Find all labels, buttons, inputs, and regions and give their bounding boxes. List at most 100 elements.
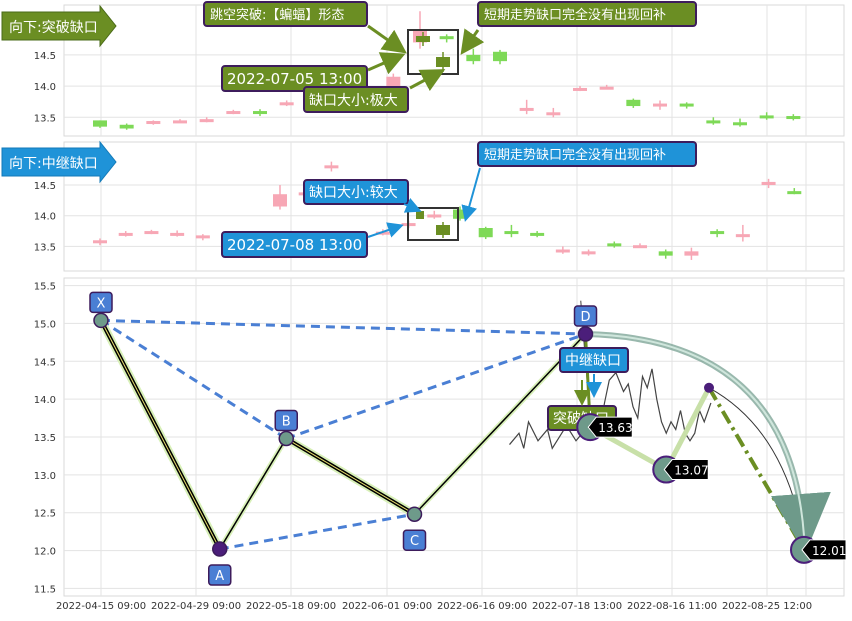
p2-candle-body bbox=[427, 214, 442, 218]
p1-candle-body bbox=[146, 121, 161, 125]
projection-value: 13.63 bbox=[598, 421, 632, 435]
pattern-label-box bbox=[573, 305, 598, 327]
p1-candle-body bbox=[679, 103, 694, 107]
panel1-title-arrow: 向下:突破缺口 bbox=[1, 4, 117, 48]
projection-line bbox=[664, 386, 712, 471]
pattern-point-a bbox=[212, 541, 228, 557]
p1-ytick-label: 14.5 bbox=[34, 51, 56, 62]
p2-candle-body bbox=[761, 181, 776, 185]
p3-ytick-label: 12.5 bbox=[34, 509, 56, 520]
p2-candle-body bbox=[504, 231, 519, 235]
dashed-connector bbox=[285, 332, 586, 440]
p2-candle-body bbox=[195, 235, 210, 239]
p1-ytick-label: 13.5 bbox=[34, 113, 56, 124]
projection-badge bbox=[801, 539, 847, 561]
pattern-label-box bbox=[208, 564, 232, 586]
p2-candle-body bbox=[787, 191, 802, 195]
p3-ytick-label: 13.5 bbox=[34, 433, 56, 444]
p3-ytick-label: 11.5 bbox=[34, 584, 56, 595]
panel3-grid: 11.5 12.0 12.5 13.0 13.5 14.0 14.5 15.0 15.5 bbox=[34, 278, 844, 596]
p2-candle-body bbox=[118, 232, 133, 236]
pattern-point-b bbox=[278, 430, 294, 447]
dashed-connector bbox=[100, 319, 288, 440]
pattern-label-a: A bbox=[215, 569, 224, 584]
pattern-label-d: D bbox=[580, 310, 590, 325]
p2-candle-body bbox=[581, 251, 596, 255]
p3-ytick-label: 14.5 bbox=[34, 357, 56, 368]
dashed-connector bbox=[219, 512, 415, 551]
p3-ytick-label: 12.0 bbox=[34, 547, 56, 558]
pattern-label-x: X bbox=[97, 296, 106, 311]
harmonic-pattern-panel: 11.5 12.0 12.5 13.0 13.5 14.0 14.5 15.0 15.5 202… bbox=[34, 277, 847, 612]
p1-ytick-label: 14.0 bbox=[34, 82, 56, 93]
callout2-not-filled-text: 短期走势缺口完全没有出现回补 bbox=[484, 147, 666, 163]
p1-candle-body bbox=[279, 102, 294, 106]
p1-candle-body bbox=[93, 120, 107, 127]
price-line bbox=[509, 368, 712, 450]
p2-candle-body bbox=[684, 251, 699, 256]
p2-candle-body bbox=[710, 231, 725, 235]
p3-ytick-label: 15.0 bbox=[34, 319, 56, 330]
p2-candle-body bbox=[170, 232, 185, 236]
panel1-frame bbox=[63, 4, 845, 137]
p1-candle-body bbox=[546, 112, 561, 116]
p1-candle-body bbox=[759, 115, 774, 119]
pattern-point-c bbox=[406, 506, 423, 522]
p1-candle-body bbox=[226, 111, 241, 115]
p1-candle-body bbox=[119, 124, 134, 129]
p1-candle-body bbox=[573, 87, 587, 91]
gap-candle bbox=[416, 211, 424, 219]
p2-ytick-label: 14.5 bbox=[34, 181, 56, 192]
pattern-label-box bbox=[274, 409, 298, 432]
callout2-time: 2022-07-08 13:00 bbox=[221, 222, 404, 258]
callout2-time-text: 2022-07-08 13:00 bbox=[227, 236, 362, 254]
x-tick-label: 2022-07-18 13:00 bbox=[532, 601, 622, 612]
panel2-title: 向下:中继缺口 bbox=[9, 156, 98, 172]
p2-ytick-label: 14.0 bbox=[34, 212, 56, 223]
p3-ytick-label: 13.0 bbox=[34, 471, 56, 482]
p2-candle-body bbox=[324, 165, 339, 169]
p2-candle-body bbox=[530, 232, 545, 236]
callout-not-filled: 短期走势缺口完全没有出现回补 bbox=[460, 1, 697, 55]
p3-ytick-label: 14.0 bbox=[34, 395, 56, 406]
p2-candle-body bbox=[93, 240, 107, 244]
p2-ytick-label: 13.5 bbox=[34, 242, 56, 253]
gap-highlight-box-2 bbox=[407, 207, 459, 241]
pattern-point-d bbox=[577, 326, 594, 342]
pattern-leg-core bbox=[285, 438, 415, 515]
p1-candle-body bbox=[386, 76, 401, 87]
p1-candle-body bbox=[173, 120, 187, 124]
panel2-grid: 13.5 14.0 14.5 bbox=[34, 142, 844, 271]
callout2-size: 缺口大小:较大 bbox=[303, 179, 422, 213]
p2-candle-body bbox=[375, 231, 390, 235]
projection-badge bbox=[663, 459, 709, 481]
callout-size: 缺口大小:极大 bbox=[303, 69, 446, 113]
callout-time: 2022-07-05 13:00 bbox=[221, 52, 406, 92]
callout-pattern: 跳空突破:【蝙蝠】形态 bbox=[203, 1, 407, 54]
relay-gap-label: 中继缺口 bbox=[565, 353, 621, 369]
p2-candle-body bbox=[273, 194, 287, 207]
pattern-label-box bbox=[89, 291, 113, 314]
p1-candle-body bbox=[733, 122, 747, 126]
p1-candle-body bbox=[466, 54, 481, 62]
x-tick-label: 2022-06-01 09:00 bbox=[342, 601, 432, 612]
p1-candle-body bbox=[653, 103, 667, 107]
x-tick-label: 2022-05-18 09:00 bbox=[246, 601, 336, 612]
relay-gap-panel: 13.5 14.0 14.5 向下:中继缺口 短期走势缺口完全没有出现回补 缺口大小… bbox=[1, 140, 845, 272]
projection-value: 13.07 bbox=[674, 464, 708, 478]
p3-ytick-label: 15.5 bbox=[34, 282, 56, 293]
p2-candle-body bbox=[144, 231, 159, 235]
pattern-label-b: B bbox=[282, 415, 291, 430]
callout-pattern-text: 跳空突破:【蝙蝠】形态 bbox=[210, 7, 344, 23]
callout2-not-filled: 短期走势缺口完全没有出现回补 bbox=[461, 141, 697, 222]
target-arrow-core bbox=[585, 333, 805, 536]
pattern-leg bbox=[219, 438, 287, 550]
p1-candle-body bbox=[253, 111, 267, 115]
breakout-gap-panel: 13.5 14.0 14.5 向下:突破缺口 跳空突破:【蝙蝠】形态 短期走势缺口完… bbox=[1, 1, 845, 137]
p1-candle-body bbox=[786, 116, 801, 120]
pivot-point bbox=[704, 382, 714, 393]
p1-candle-body bbox=[706, 120, 721, 124]
